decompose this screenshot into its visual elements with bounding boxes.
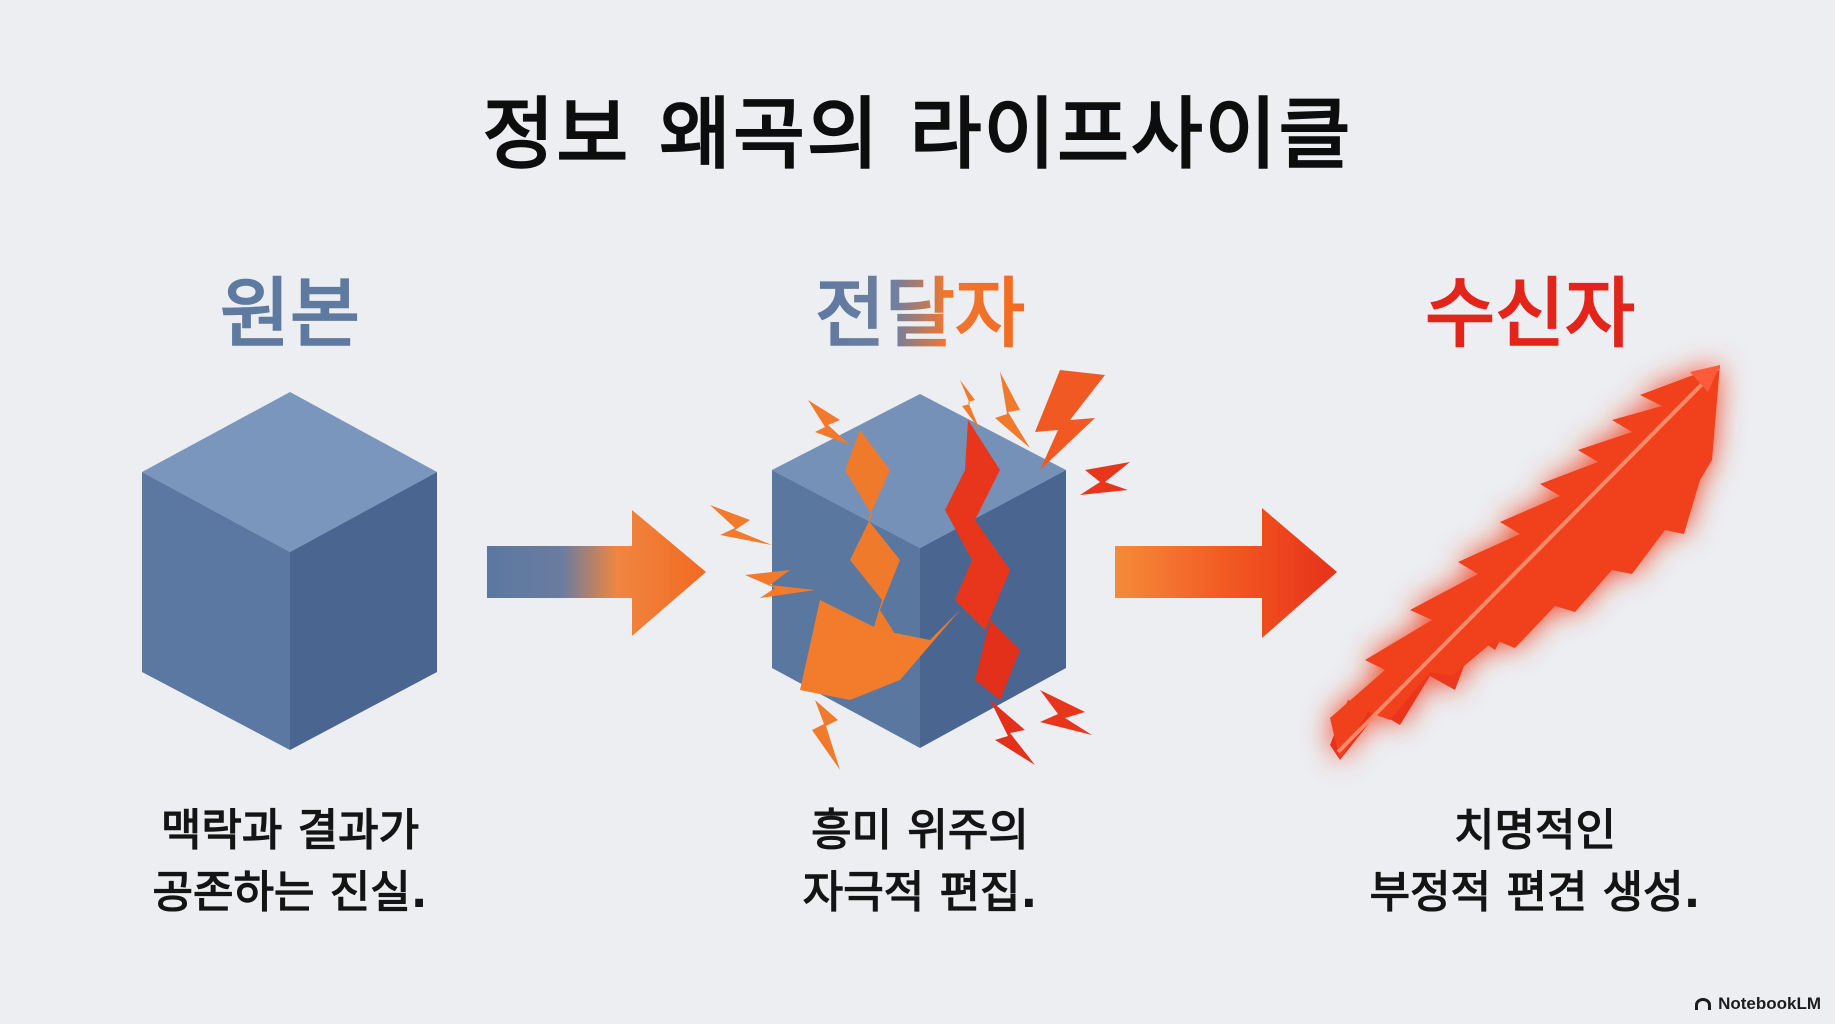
arrow-transmitter-to-receiver	[1115, 508, 1337, 638]
caption-original: 맥락과 결과가 공존하는 진실.	[60, 800, 520, 924]
caption-receiver-line1: 치명적인	[1305, 800, 1765, 862]
caption-receiver: 치명적인 부정적 편견 생성.	[1305, 800, 1765, 924]
brand-name: NotebookLM	[1718, 994, 1821, 1014]
caption-transmitter-line2: 자극적 편집.	[690, 862, 1150, 924]
caption-original-line2: 공존하는 진실.	[60, 862, 520, 924]
original-cube	[142, 392, 437, 750]
caption-transmitter: 흥미 위주의 자극적 편집.	[690, 800, 1150, 924]
caption-transmitter-line1: 흥미 위주의	[690, 800, 1150, 862]
jagged-bias-arrow	[1330, 365, 1720, 760]
caption-original-line1: 맥락과 결과가	[60, 800, 520, 862]
notebooklm-logo-icon	[1693, 996, 1713, 1012]
fractured-cube	[772, 394, 1066, 748]
caption-receiver-line2: 부정적 편견 생성.	[1305, 862, 1765, 924]
notebooklm-watermark: NotebookLM	[1693, 994, 1821, 1014]
arrow-original-to-transmitter	[487, 510, 706, 636]
